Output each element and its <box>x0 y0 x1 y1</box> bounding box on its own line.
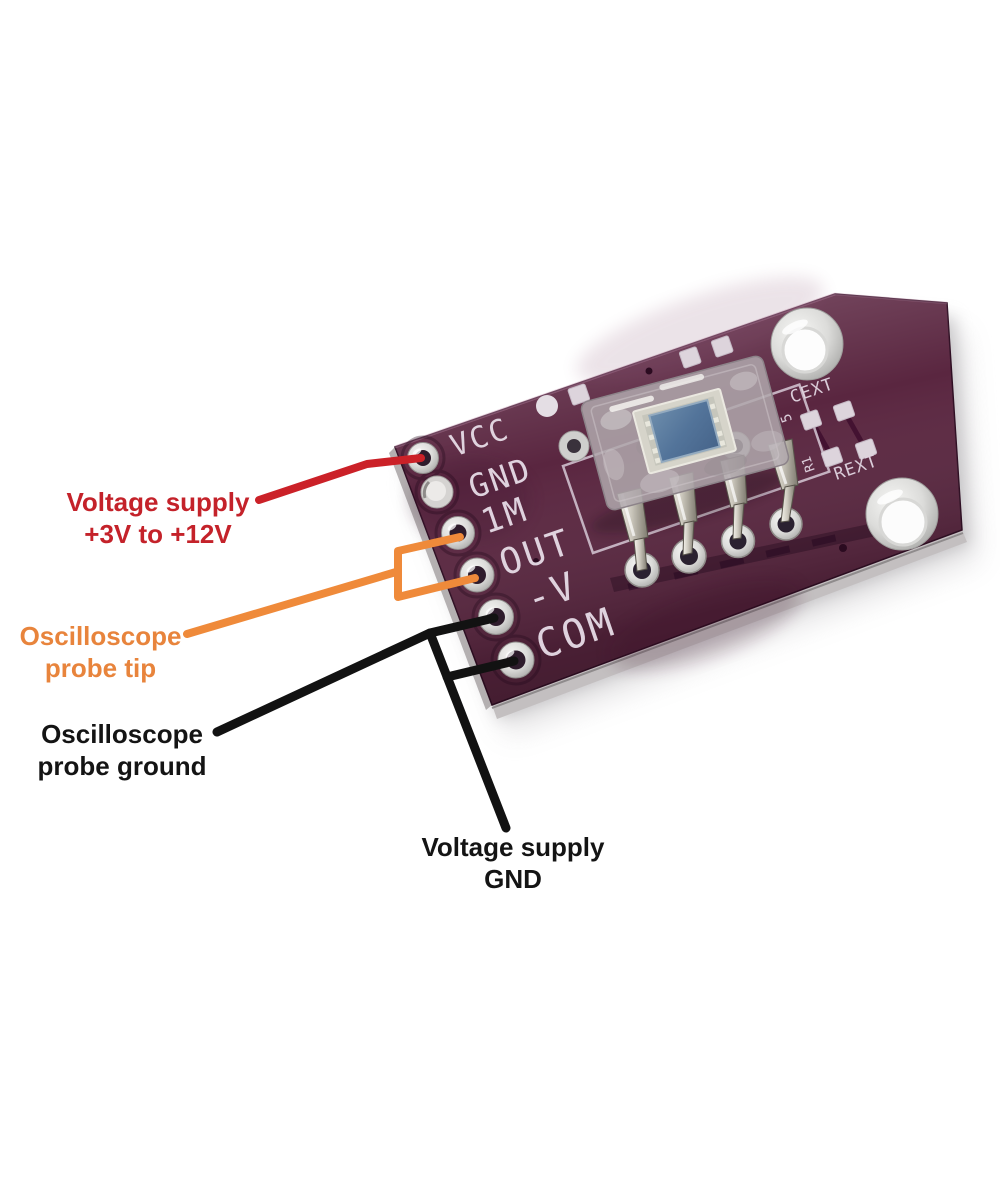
label-probe-ground-line2: probe ground <box>37 751 207 781</box>
silkscreen-designator-res: R1 <box>799 454 818 474</box>
ic-chip <box>580 355 790 511</box>
probe-ground-pointer-line <box>212 628 435 737</box>
1m-hole <box>441 516 475 550</box>
gnd-hole <box>420 475 454 509</box>
mounting-hole-right <box>865 477 939 551</box>
label-voltage-supply-line1: Voltage supply <box>66 487 250 517</box>
label-probe-ground: Oscilloscope probe ground <box>22 718 222 782</box>
probe-tip-pointer-line <box>183 568 400 638</box>
probe-tip-fork <box>394 533 479 601</box>
photodiode-active-area <box>648 398 721 464</box>
mounting-hole-top <box>770 307 844 381</box>
round-pad <box>536 395 558 417</box>
label-supply-gnd-line1: Voltage supply <box>421 832 605 862</box>
cext-rext-traces <box>812 416 864 452</box>
label-probe-ground-line1: Oscilloscope <box>41 719 203 749</box>
label-probe-tip-line2: probe tip <box>44 653 157 683</box>
label-voltage-supply: Voltage supply +3V to +12V <box>58 486 258 550</box>
pcb-corner-bevel <box>834 292 948 305</box>
label-probe-tip: Oscilloscope probe tip <box>3 620 198 684</box>
vias <box>533 367 847 564</box>
label-supply-gnd: Voltage supply GND <box>413 831 613 895</box>
bond-pads <box>644 403 726 464</box>
label-voltage-supply-line2: +3V to +12V <box>84 519 232 549</box>
smd-pads <box>567 335 878 468</box>
ic-glare <box>659 373 705 391</box>
ground-fork-main <box>425 613 511 833</box>
pcb-tone-light <box>576 276 824 384</box>
label-supply-gnd-line2: GND <box>484 864 542 894</box>
photodiode <box>632 387 737 475</box>
pcb-tone-dark2 <box>609 580 801 670</box>
supply-pointer-line <box>255 454 425 504</box>
label-probe-tip-line1: Oscilloscope <box>19 621 182 651</box>
ic-leadframe-reflections <box>600 371 783 494</box>
ic-glare <box>609 395 654 412</box>
ground-fork-com-branch <box>442 656 519 682</box>
